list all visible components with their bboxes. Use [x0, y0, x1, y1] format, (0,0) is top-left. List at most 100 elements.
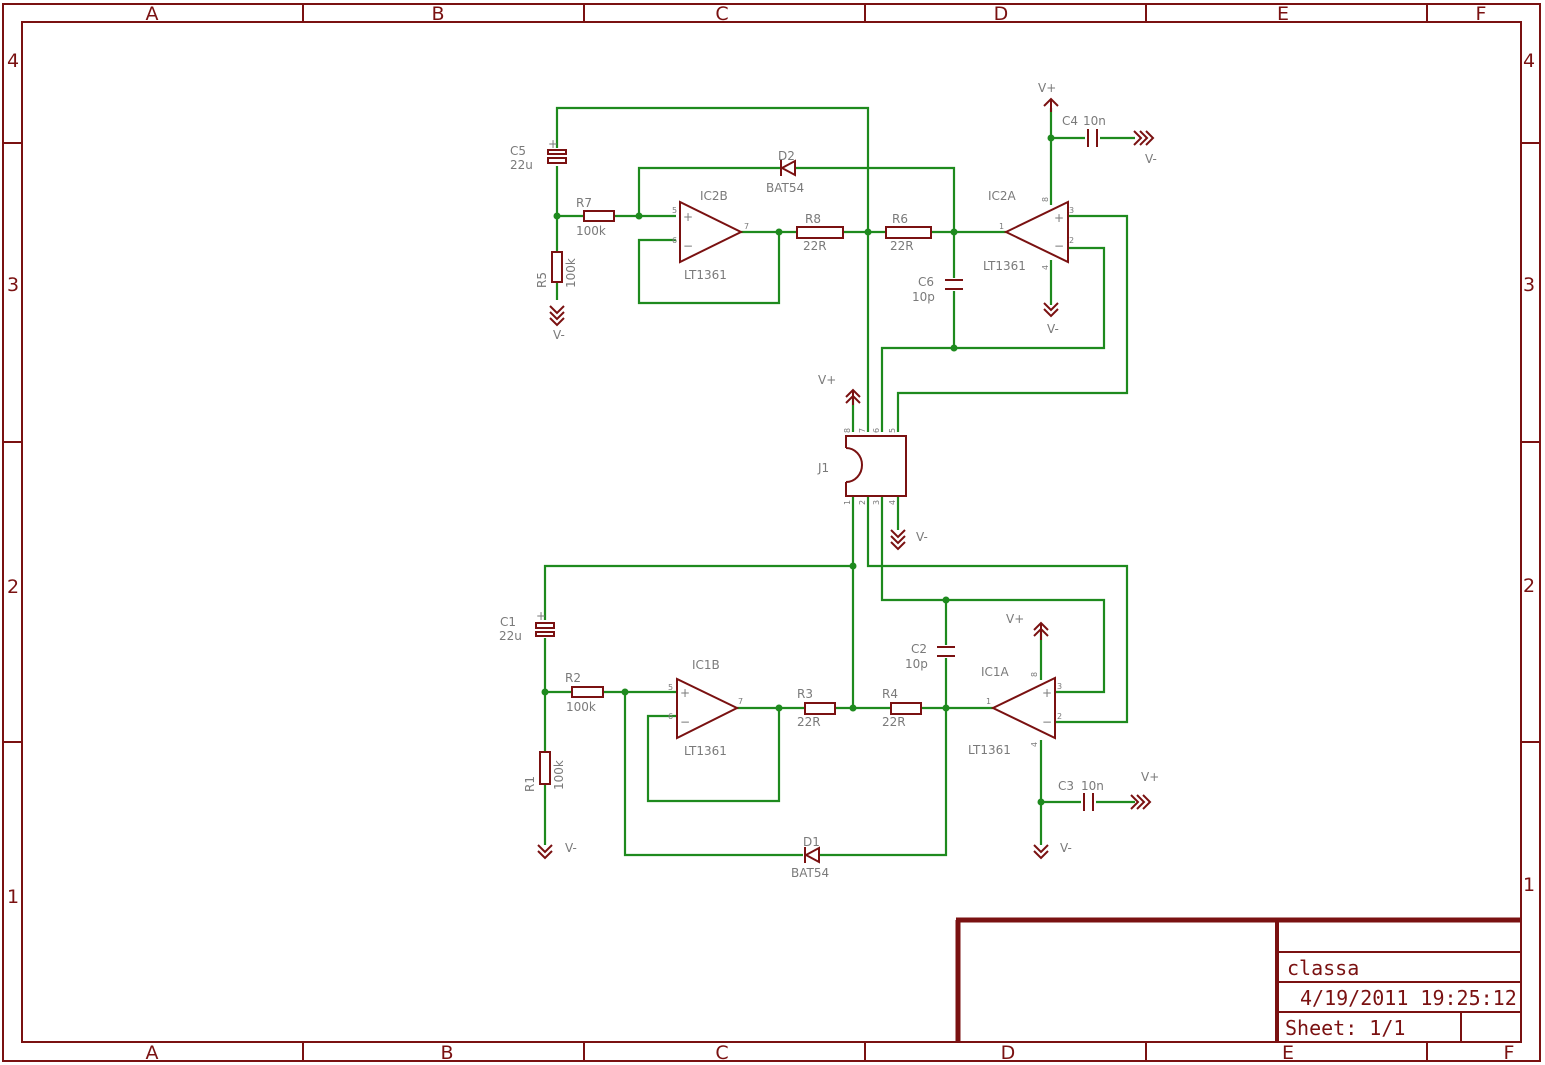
- ic2a-plus: +: [1054, 211, 1064, 225]
- d1-diode: [803, 846, 820, 864]
- c2-value: 10p: [905, 657, 928, 671]
- ic2b-minus: −: [683, 239, 693, 253]
- ic2b-pin5: 5: [672, 206, 677, 215]
- vplus-label-j1: V+: [818, 373, 836, 387]
- row-label-3: 3: [7, 274, 19, 296]
- column-label-c: C: [715, 3, 728, 25]
- row-label-4-right: 4: [1523, 50, 1535, 72]
- ic2a-minus: −: [1054, 239, 1064, 253]
- column-label-d-bottom: D: [1001, 1042, 1016, 1064]
- c6-ref: C6: [918, 275, 934, 289]
- power-arrow-ic2a: [1043, 97, 1059, 112]
- vminus-label-ic2a: V-: [1047, 322, 1059, 336]
- ic1a-pin8: 8: [1030, 672, 1039, 677]
- d2-value: BAT54: [766, 181, 804, 195]
- ic1a-ref: IC1A: [981, 665, 1010, 679]
- ic1a-pin1: 1: [986, 697, 991, 706]
- sheet-number: Sheet: 1/1: [1285, 1016, 1405, 1040]
- ic2b-pin7: 7: [744, 222, 749, 231]
- ic1a-pin4: 4: [1030, 742, 1039, 747]
- r5-value: 100k: [564, 258, 578, 288]
- r2-value: 100k: [566, 700, 596, 714]
- vminus-label-r1: V-: [565, 841, 577, 855]
- vminus-label-ic1a: V-: [1060, 841, 1072, 855]
- c6-capacitor: [945, 279, 963, 290]
- r5-resistor: [551, 251, 563, 283]
- column-label-c-bottom: C: [715, 1042, 728, 1064]
- r7-value: 100k: [576, 224, 606, 238]
- column-label-f-bottom: F: [1504, 1042, 1515, 1064]
- column-label-a: A: [146, 3, 159, 25]
- r7-resistor: [583, 210, 615, 222]
- c3-ref: C3: [1058, 779, 1074, 793]
- ic1a-value: LT1361: [968, 743, 1011, 757]
- ic2b-opamp: [679, 200, 744, 264]
- ic1a-opamp: [990, 676, 1056, 740]
- c4-ref: C4: [1062, 114, 1078, 128]
- ic2a-ref: IC2A: [988, 189, 1017, 203]
- svg-text:+: +: [536, 609, 546, 623]
- c5-capacitor: +: [547, 137, 567, 164]
- drawing-frame: [2, 3, 1541, 1062]
- c2-ref: C2: [911, 642, 927, 656]
- r6-value: 22R: [890, 239, 914, 253]
- ic2a-pin4: 4: [1041, 265, 1050, 270]
- c3-value: 10n: [1081, 779, 1104, 793]
- ic1b-pin6: 6: [668, 712, 673, 721]
- r4-resistor: [890, 702, 922, 715]
- r3-resistor: [804, 702, 836, 715]
- c1-capacitor: +: [535, 609, 555, 637]
- ic2a-pin2: 2: [1069, 236, 1074, 245]
- row-label-2-right: 2: [1523, 575, 1535, 597]
- j1-pin3: 3: [872, 500, 881, 505]
- r5-ref: R5: [535, 272, 549, 288]
- j1-connector: [845, 435, 907, 497]
- ic1b-pin5: 5: [668, 683, 673, 692]
- c3-capacitor: [1083, 793, 1094, 811]
- title-block: [955, 917, 1521, 1042]
- r1-value: 100k: [552, 760, 566, 790]
- r3-ref: R3: [797, 687, 813, 701]
- column-label-f: F: [1476, 3, 1487, 25]
- d1-value: BAT54: [791, 866, 829, 880]
- svg-text:+: +: [548, 137, 558, 151]
- row-label-1-right: 1: [1523, 874, 1535, 896]
- column-label-e-bottom: E: [1282, 1042, 1294, 1064]
- r1-resistor: [539, 751, 551, 785]
- drawing-name: classa: [1287, 956, 1359, 980]
- ic2a-pin1: 1: [999, 222, 1004, 231]
- vminus-label-c4: V-: [1145, 152, 1157, 166]
- r4-value: 22R: [882, 715, 906, 729]
- junctions: [541, 134, 1055, 806]
- ground-symbol-ic2a: [1043, 302, 1059, 318]
- j1-pin4: 4: [888, 500, 897, 505]
- vminus-label-r5: V-: [553, 328, 565, 342]
- r4-ref: R4: [882, 687, 898, 701]
- r1-ref: R1: [523, 776, 537, 792]
- r6-ref: R6: [892, 212, 908, 226]
- d2-diode: [779, 159, 796, 177]
- column-label-a-bottom: A: [146, 1042, 159, 1064]
- ic1b-value: LT1361: [684, 744, 727, 758]
- j1-pin2: 2: [858, 500, 867, 505]
- r6-resistor: [885, 226, 932, 239]
- row-label-3-right: 3: [1523, 274, 1535, 296]
- d1-ref: D1: [803, 835, 820, 849]
- vplus-label-c3: V+: [1141, 770, 1159, 784]
- r8-resistor: [796, 226, 844, 239]
- vminus-label-j1: V-: [916, 530, 928, 544]
- c1-ref: C1: [500, 615, 516, 629]
- ic1b-opamp: [676, 677, 740, 740]
- ic2b-value: LT1361: [684, 268, 727, 282]
- power-arrow-j1: [845, 388, 861, 405]
- r2-ref: R2: [565, 671, 581, 685]
- c1-value: 22u: [499, 629, 522, 643]
- c6-value: 10p: [912, 290, 935, 304]
- r2-resistor: [571, 686, 604, 698]
- ic1a-minus: −: [1042, 715, 1052, 729]
- ic2b-ref: IC2B: [700, 189, 728, 203]
- ic1a-plus: +: [1042, 686, 1052, 700]
- ground-symbol-r5: [549, 305, 565, 327]
- j1-ref: J1: [817, 461, 829, 475]
